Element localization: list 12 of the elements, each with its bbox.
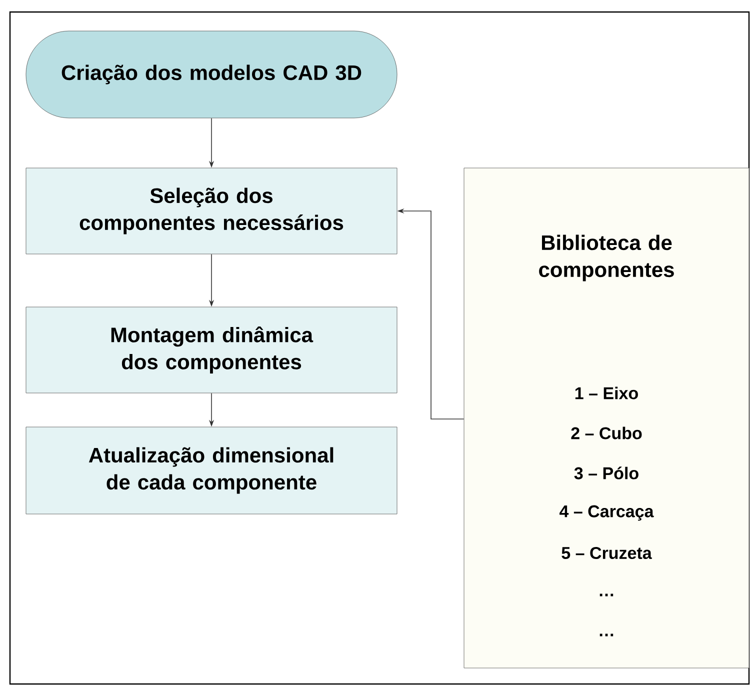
box-label: Atualização dimensional de cada componente [88, 447, 334, 494]
list-item: 5 – Cruzeta [562, 546, 652, 560]
list-item: 2 – Cubo [571, 426, 642, 440]
list-item: … [600, 594, 614, 596]
box-label: Montagem dinâmica dos componentes [111, 326, 314, 374]
box-label: Criação dos modelos CAD 3D [62, 64, 362, 84]
list-item: … [600, 634, 614, 636]
list-item: 4 – Carcaça [560, 505, 654, 521]
box-label: Seleção dos componentes necessários [80, 188, 344, 234]
library-heading: Biblioteca de componentes [539, 234, 674, 282]
list-item: 1 – Eixo [575, 386, 638, 400]
list-item: 3 – Pólo [574, 466, 638, 480]
